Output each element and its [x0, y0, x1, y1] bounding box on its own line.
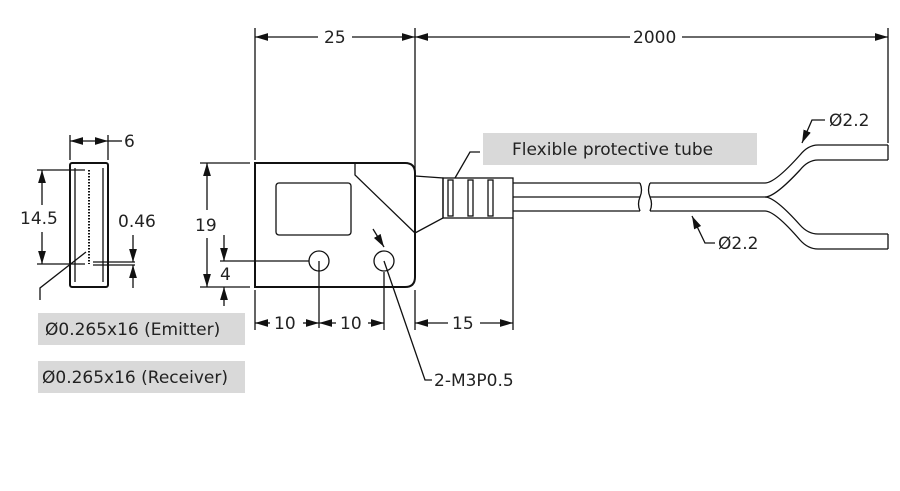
emitter-label-box [38, 313, 245, 345]
dim-fiber-span: 14.5 [20, 209, 58, 229]
dim-tube-length: 15 [452, 314, 474, 334]
cable: Ø2.2 Ø2.2 [513, 111, 889, 254]
sensor-body: 2-M3P0.5 [254, 162, 514, 391]
dim-height: 19 [195, 216, 217, 236]
side-view: 6 14.5 0.46 [20, 132, 156, 300]
emitter-label: Ø0.265x16 (Emitter) [45, 320, 220, 340]
dim-width: 6 [124, 132, 135, 152]
screw-label: 2-M3P0.5 [434, 371, 514, 391]
receiver-label-box [38, 361, 245, 393]
protective-tube [414, 151, 514, 234]
dim-cable-length: 2000 [633, 28, 676, 48]
dim-fiber-gap: 0.46 [118, 212, 156, 232]
height-dimensions: 19 4 [195, 162, 309, 306]
bottom-dimensions: 10 10 15 [254, 218, 514, 334]
tube-label: Flexible protective tube [512, 140, 713, 160]
top-dimensions: 25 2000 [254, 28, 889, 172]
dim-hole-offset: 4 [220, 265, 231, 285]
receiver-label: Ø0.265x16 (Receiver) [42, 368, 228, 388]
dim-body-length: 25 [324, 28, 346, 48]
dim-hole-pitch-1: 10 [274, 314, 296, 334]
dim-hole-pitch-2: 10 [340, 314, 362, 334]
tube-label-box [483, 133, 757, 165]
dim-cable-dia-bottom: Ø2.2 [718, 234, 758, 254]
dim-cable-dia-top: Ø2.2 [829, 111, 869, 131]
